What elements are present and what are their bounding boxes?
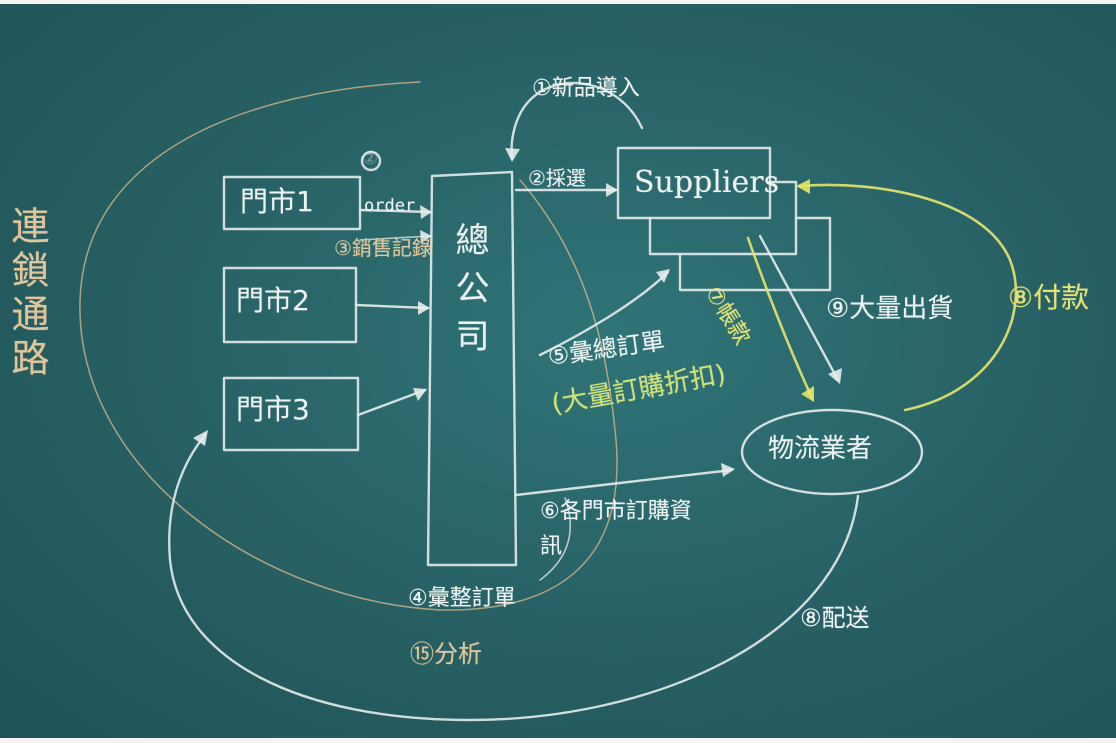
board-frame-top (0, 0, 1116, 4)
step-9-bulk-shipment: ⑨大量出貨 (826, 294, 954, 324)
store-info-arrow (514, 468, 734, 497)
bulk-shipment-arrowhead (828, 368, 842, 384)
delivery-arrowhead (193, 430, 208, 446)
distributor-label: 物流業者 (768, 434, 873, 464)
step-6-store-order-info: ⑥各門市訂購資訊 (540, 499, 692, 560)
consolidated-order-arrowhead (656, 269, 670, 283)
new-product-arrowhead (505, 148, 520, 162)
order-label: order (364, 196, 416, 216)
payment-arrowhead (796, 179, 810, 194)
step-2-selection: ②採選 (528, 166, 586, 190)
compile-order-arrow (539, 497, 571, 581)
step-2-marker: ② (362, 148, 379, 169)
payment-arrow (798, 183, 1018, 412)
step-3-sales-record: ③銷售記錄 (334, 236, 432, 260)
step-8-payment: ⑧付款 (1008, 281, 1090, 314)
board-frame-bottom (0, 738, 1116, 743)
suppliers-label: Suppliers (634, 165, 779, 200)
suppliers-box-back (678, 216, 832, 292)
suppliers-box-middle (648, 180, 798, 256)
head-office-label: 總公司 (449, 222, 489, 366)
step-2-circle (360, 150, 382, 172)
chain-channel-title: 連鎖通路 (5, 206, 49, 382)
store-2-arrowhead (418, 301, 430, 315)
step-4-compile-order: ④彙整訂單 (408, 586, 516, 611)
order-arrow (358, 208, 432, 214)
step-15-analysis: ⑮分析 (410, 640, 482, 668)
invoice-arrow (746, 236, 814, 400)
sales-record-arrowhead (420, 230, 432, 243)
selection-arrowhead (606, 183, 618, 197)
distributor-ellipse (740, 408, 924, 496)
sales-record-arrow (359, 235, 431, 241)
bulk-shipment-arrow (758, 234, 840, 382)
analysis-loop-arrow (79, 81, 618, 611)
new-product-arc (510, 81, 644, 160)
store-1-box (222, 175, 362, 231)
invoice-arrowhead (801, 386, 814, 402)
delivery-arrow (168, 433, 860, 722)
consolidated-order-arrow (538, 270, 670, 357)
head-office-box (426, 170, 518, 567)
step-8-delivery: ⑧配送 (800, 604, 870, 632)
step-1-new-product: ①新品導入 (532, 76, 640, 101)
store-1-label: 門市1 (240, 185, 314, 218)
store-2-label: 門市2 (236, 284, 310, 317)
store-3-arrow (356, 388, 427, 417)
store-3-label: 門市3 (236, 393, 310, 426)
store-info-arrowhead (721, 463, 735, 477)
store-3-arrowhead (413, 388, 427, 401)
store-2-arrow (354, 303, 430, 310)
order-arrowhead (420, 205, 432, 219)
